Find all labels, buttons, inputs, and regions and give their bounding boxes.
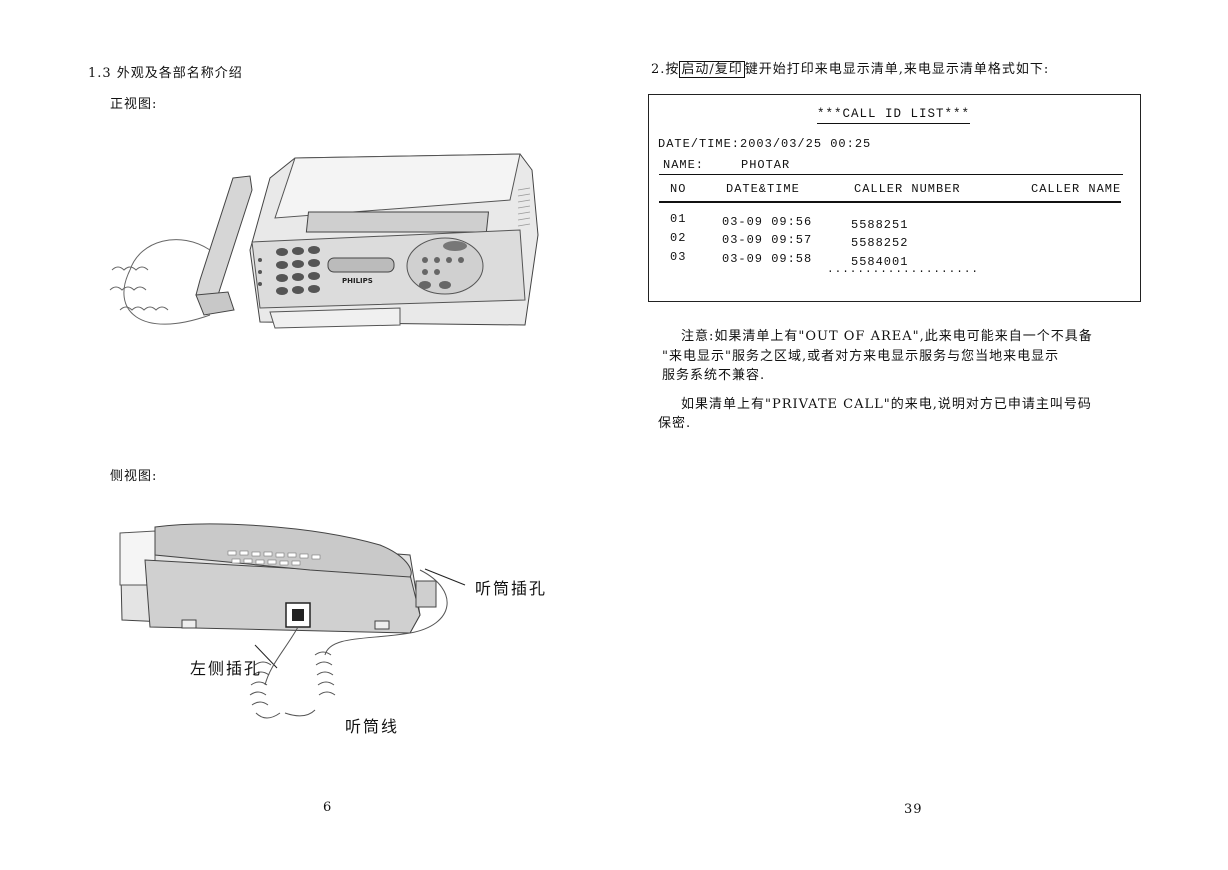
call-list-title: ***CALL ID LIST*** bbox=[817, 107, 971, 124]
row-number: 5588252 bbox=[851, 236, 909, 250]
header-caller-name: CALLER NAME bbox=[1031, 182, 1122, 196]
note1-line2: "来电显示"服务之区域,或者对方来电显示服务与您当地来电显示 bbox=[662, 349, 1060, 364]
right-page-number: 39 bbox=[904, 802, 923, 817]
callout-handset-jack: 听筒插孔 bbox=[475, 579, 548, 598]
header-datetime: DATE&TIME bbox=[726, 182, 800, 196]
header-no: NO bbox=[670, 182, 687, 196]
brand-text: PHILIPS bbox=[342, 277, 373, 285]
call-list-ellipsis: .................... bbox=[827, 264, 980, 276]
side-view-label: 侧视图: bbox=[110, 469, 158, 484]
note1-line1: 注意:如果清单上有"OUT OF AREA",此来电可能来自一个不具备 bbox=[681, 329, 1093, 344]
fax-front-view-illustration: PHILIPS bbox=[109, 153, 539, 329]
callout-handset-cord: 听筒线 bbox=[345, 717, 400, 736]
call-list-name-value: PHOTAR bbox=[741, 158, 791, 172]
row-datetime: 03-09 09:58 bbox=[722, 252, 813, 266]
intro-suffix: 键开始打印来电显示清单,来电显示清单格式如下: bbox=[744, 62, 1050, 77]
note1-line3: 服务系统不兼容. bbox=[662, 368, 766, 383]
header-top-rule bbox=[659, 174, 1123, 175]
note2-line2: 保密. bbox=[658, 416, 692, 431]
row-no: 02 bbox=[670, 231, 687, 245]
call-list-name-label: NAME: bbox=[663, 158, 705, 172]
callout-left-jack: 左侧插孔 bbox=[190, 659, 263, 678]
front-view-label: 正视图: bbox=[110, 97, 158, 112]
header-caller-number: CALLER NUMBER bbox=[854, 182, 961, 196]
row-no: 03 bbox=[670, 250, 687, 264]
call-list-datetime: DATE/TIME:2003/03/25 00:25 bbox=[658, 137, 872, 151]
row-datetime: 03-09 09:56 bbox=[722, 215, 813, 229]
fax-side-view-illustration bbox=[119, 523, 466, 719]
row-number: 5584001 bbox=[851, 255, 909, 269]
row-datetime: 03-09 09:57 bbox=[722, 233, 813, 247]
note2-line1: 如果清单上有"PRIVATE CALL"的来电,说明对方已申请主叫号码 bbox=[681, 397, 1092, 412]
call-id-list-box: ***CALL ID LIST*** DATE/TIME:2003/03/25 … bbox=[648, 94, 1141, 302]
intro-prefix: 2.按 bbox=[651, 62, 680, 77]
row-no: 01 bbox=[670, 212, 687, 226]
start-copy-key-label: 启动/复印 bbox=[679, 61, 745, 78]
intro-line: 2.按启动/复印键开始打印来电显示清单,来电显示清单格式如下: bbox=[651, 58, 1050, 78]
section-title: 1.3 外观及各部名称介绍 bbox=[88, 66, 243, 81]
left-page-number: 6 bbox=[323, 800, 333, 815]
row-number: 5588251 bbox=[851, 218, 909, 232]
header-bottom-rule bbox=[659, 201, 1121, 203]
